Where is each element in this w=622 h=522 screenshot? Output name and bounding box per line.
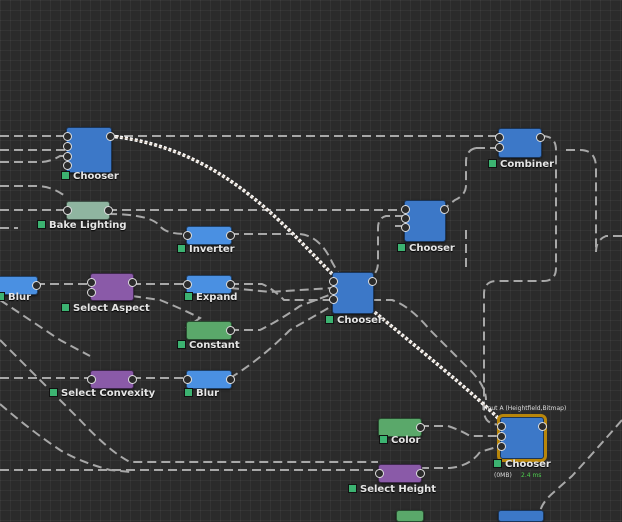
select-aspect-node[interactable] xyxy=(87,273,137,301)
connection-wire xyxy=(0,155,66,163)
connection-wire xyxy=(0,299,91,357)
color-node-label: Color xyxy=(379,435,420,447)
connection-wire xyxy=(229,287,333,294)
select-height-node-label: Select Height xyxy=(348,484,436,496)
chooser-node-label: Chooser xyxy=(325,315,383,327)
connection-wire xyxy=(230,293,333,331)
inverter-node[interactable] xyxy=(183,226,235,245)
enable-toggle-icon[interactable] xyxy=(37,220,46,229)
select-aspect-node-label: Select Aspect xyxy=(61,303,150,315)
select-height-node[interactable] xyxy=(375,464,425,483)
enable-toggle-icon[interactable] xyxy=(0,292,5,301)
chooser-node-label: Chooser xyxy=(61,171,119,183)
connection-wire xyxy=(371,215,404,277)
selected-chooser-node-label: Chooser xyxy=(493,459,551,471)
expand-node[interactable] xyxy=(183,275,235,294)
combiner-node[interactable] xyxy=(495,128,545,158)
bake-lighting-node[interactable] xyxy=(63,201,113,220)
connection-wire xyxy=(0,403,131,473)
blur-node-label: Blur xyxy=(184,388,219,400)
chooser-node-label: Chooser xyxy=(397,243,455,255)
enable-toggle-icon[interactable] xyxy=(49,388,58,397)
connection-wire xyxy=(539,419,622,514)
blur-node[interactable] xyxy=(183,370,235,389)
chooser-node[interactable] xyxy=(329,272,377,314)
connection-wire xyxy=(420,445,501,469)
enable-toggle-icon[interactable] xyxy=(61,303,70,312)
enable-toggle-icon[interactable] xyxy=(184,292,193,301)
chooser-node[interactable] xyxy=(401,200,449,242)
enable-toggle-icon[interactable] xyxy=(488,159,497,168)
enable-toggle-icon[interactable] xyxy=(397,243,406,252)
connection-wire xyxy=(372,299,487,401)
enable-toggle-icon[interactable] xyxy=(348,484,357,493)
select-convexity-node[interactable] xyxy=(87,370,137,389)
offscreen-node[interactable] xyxy=(498,510,544,522)
input-port-tooltip: Input A (Heightfield,Bitmap) xyxy=(482,405,567,412)
connection-wire xyxy=(0,185,67,197)
connection-wire xyxy=(230,283,332,301)
enable-toggle-icon[interactable] xyxy=(379,435,388,444)
enable-toggle-icon[interactable] xyxy=(184,388,193,397)
connection-wire xyxy=(230,233,341,277)
selected-chooser-node[interactable] xyxy=(497,414,547,462)
enable-toggle-icon[interactable] xyxy=(177,340,186,349)
time-stat: 2.4 ms xyxy=(521,472,542,479)
chooser-node[interactable] xyxy=(63,127,115,173)
blur-node[interactable] xyxy=(0,276,41,295)
connection-wire xyxy=(483,135,557,426)
connection-wire xyxy=(229,305,333,379)
blur-node-label: Blur xyxy=(0,292,31,304)
constant-node[interactable] xyxy=(186,321,235,340)
expand-node-label: Expand xyxy=(184,292,237,304)
select-convexity-node-label: Select Convexity xyxy=(49,388,155,400)
memory-stat: (0MB) xyxy=(494,472,512,479)
connection-wire xyxy=(445,147,477,208)
connection-wire xyxy=(566,149,597,250)
enable-toggle-icon[interactable] xyxy=(325,315,334,324)
constant-node-label: Constant xyxy=(177,340,240,352)
offscreen-node[interactable] xyxy=(396,510,424,522)
connection-wire xyxy=(131,295,202,329)
color-node[interactable] xyxy=(378,418,425,437)
inverter-node-label: Inverter xyxy=(177,244,235,256)
connection-wire xyxy=(107,213,187,235)
bake-lighting-node-label: Bake Lighting xyxy=(37,220,127,232)
connection-wire xyxy=(595,235,622,253)
enable-toggle-icon[interactable] xyxy=(177,244,186,253)
enable-toggle-icon[interactable] xyxy=(61,171,70,180)
connection-wire xyxy=(420,425,500,437)
connection-wire xyxy=(0,339,378,463)
combiner-node-label: Combiner xyxy=(488,159,554,171)
enable-toggle-icon[interactable] xyxy=(493,459,502,468)
